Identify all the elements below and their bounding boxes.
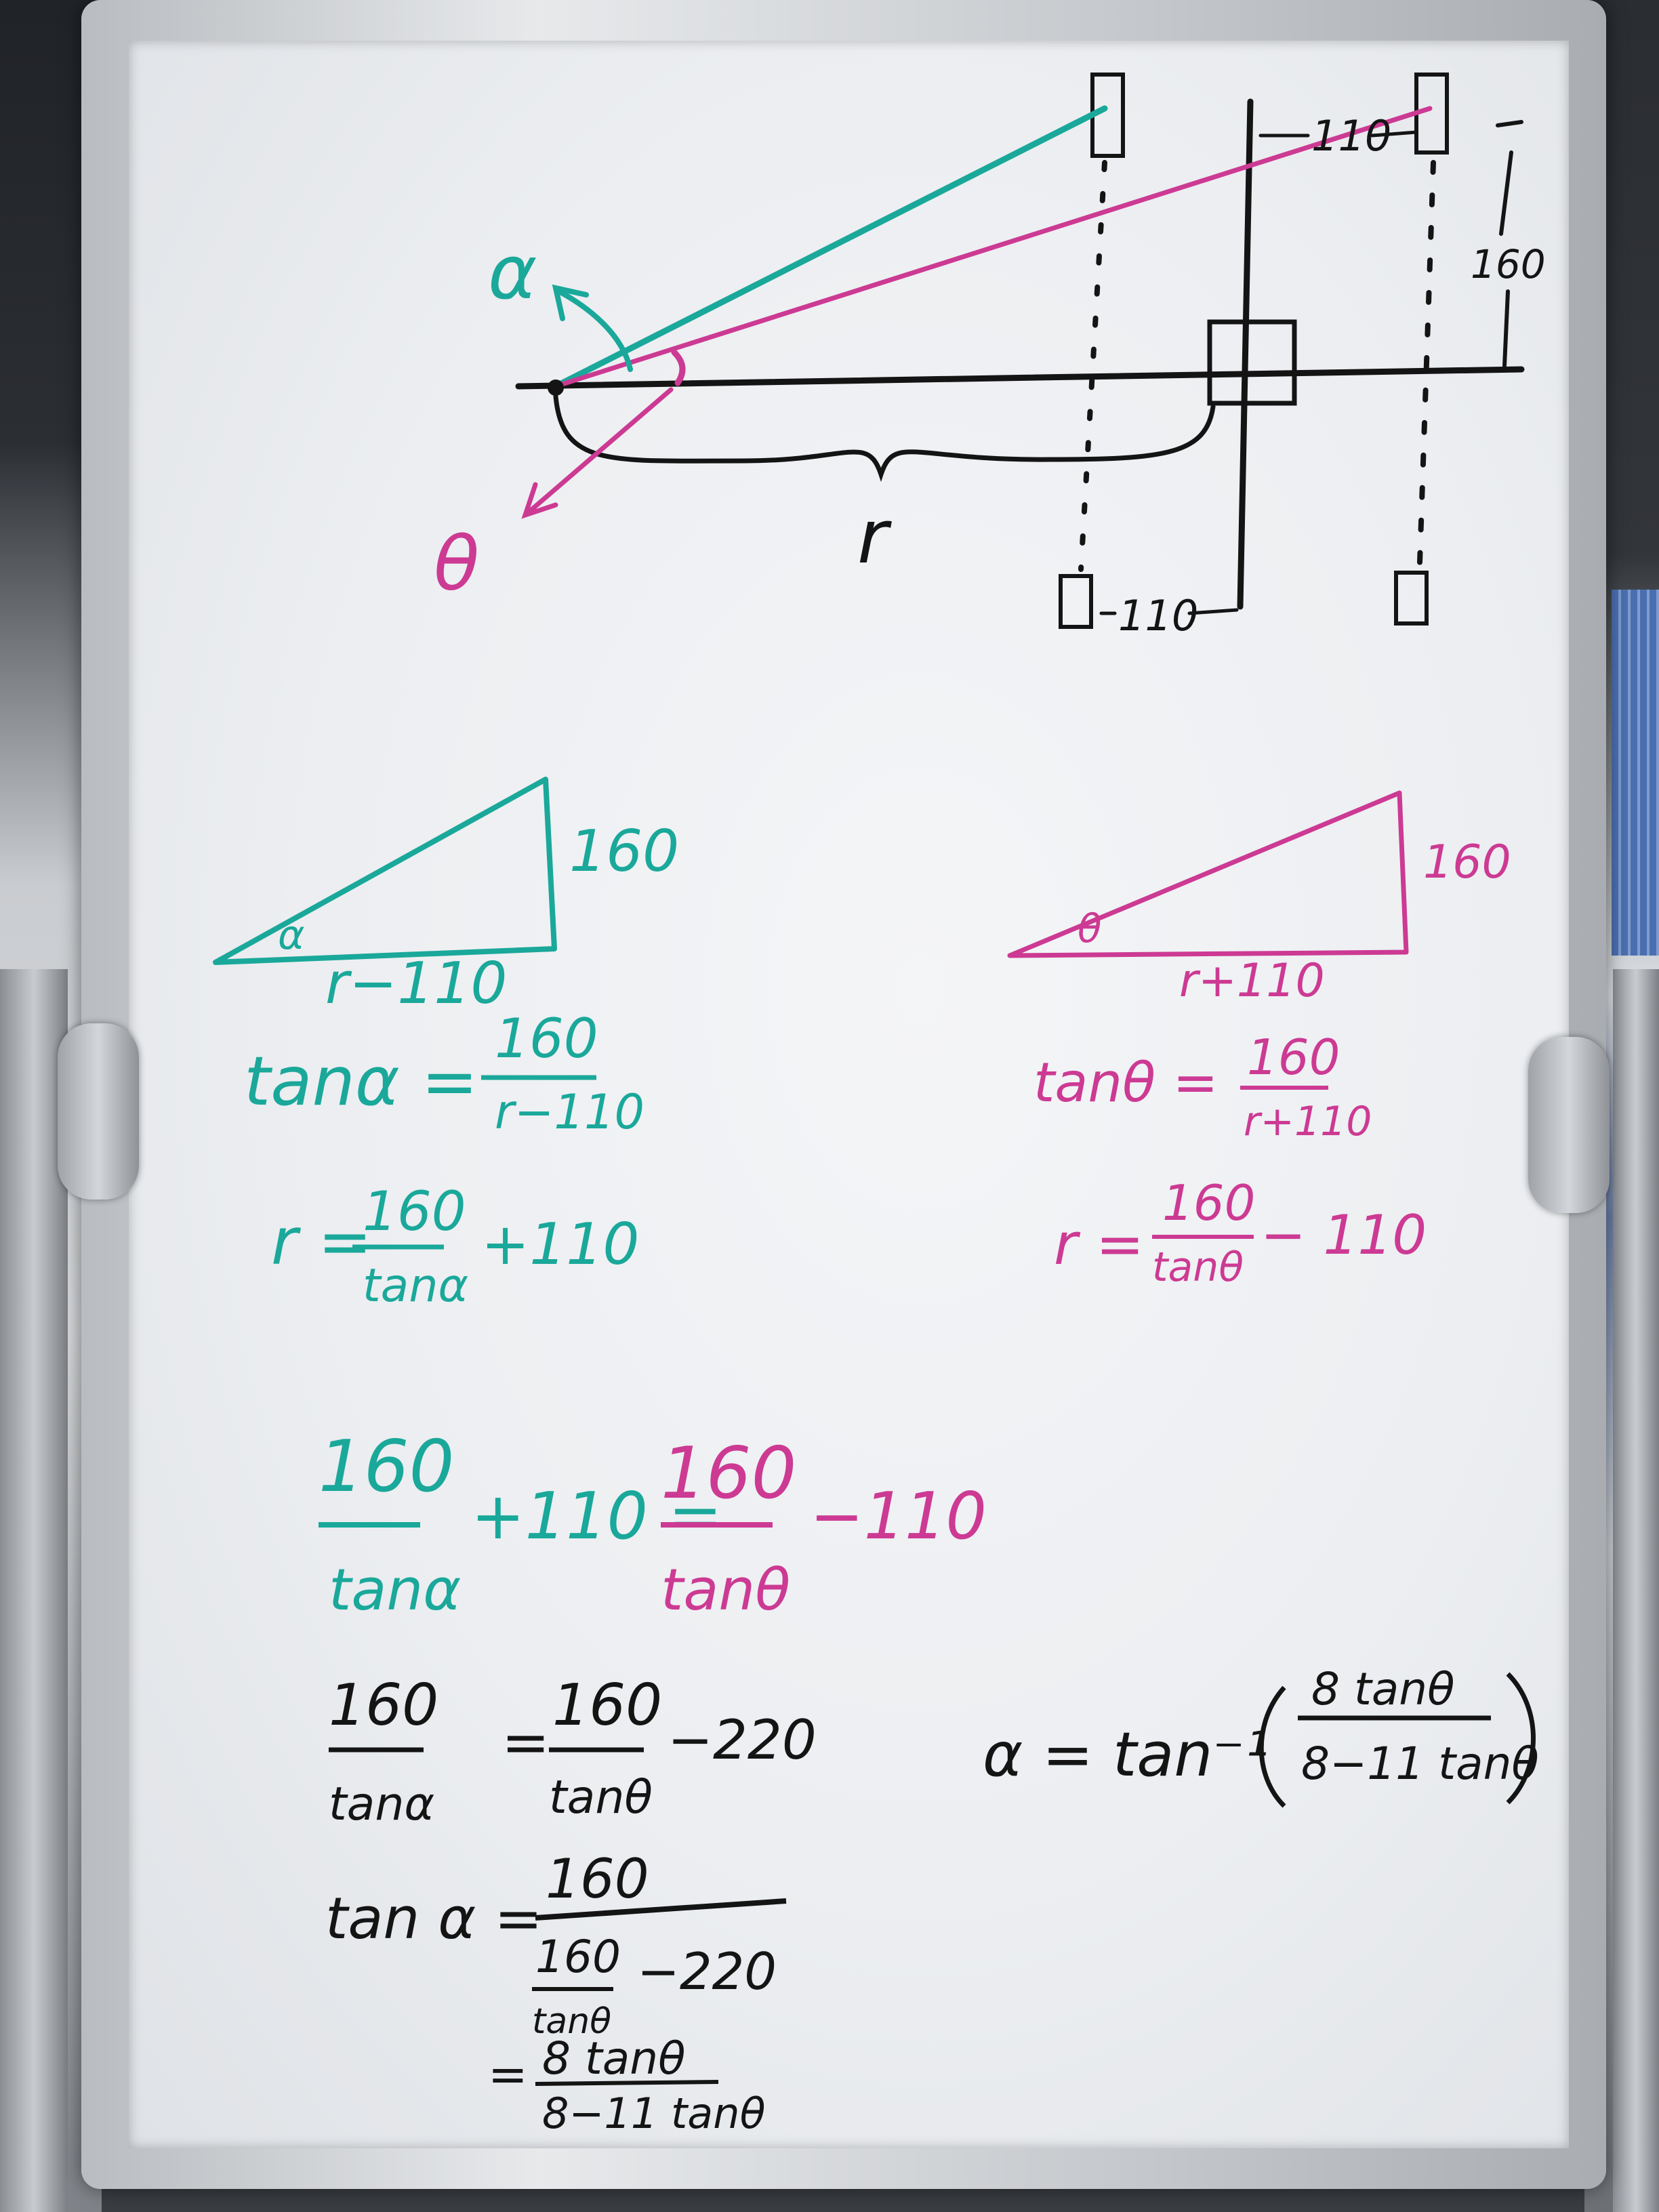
vertical-center-line [1237,98,1254,610]
theta-arrow [523,387,674,518]
step2-inner-den: tanθ [532,2001,611,2042]
derivation-step-3: = 8 tanθ 8−11 tanθ [488,2032,766,2138]
origin-point [548,380,564,396]
result-close-paren [1506,1672,1536,1805]
triangle-alpha-base: r−110 [325,950,507,1017]
alpha-equation-2: r = 160 tanα +110 [271,1180,639,1313]
combined-lhs-num: 160 [319,1425,454,1508]
step1-eq: = [501,1709,550,1776]
dim-side-tick-top [1496,120,1523,127]
step1-rhs-den: tanθ [549,1771,653,1824]
alpha-eq1-lhs: tanα = [244,1042,478,1121]
combined-rhs-den: tanθ [661,1557,790,1624]
step2-main-bar [535,1898,787,1921]
alpha-eq2-den: tanα [363,1259,468,1313]
triangle-alpha-shape [213,777,557,965]
step2-lhs: tan α = [325,1885,543,1952]
alpha-label: α [488,229,537,316]
stand-post-right [1613,969,1659,2212]
triangle-theta: θ 160 r+110 [1007,790,1511,1008]
dotted-line-right [1417,160,1436,565]
alpha-equation-1: tanα = 160 r−110 [244,1007,644,1140]
theta-angle-arc [671,349,686,386]
alpha-eq1-num: 160 [495,1007,598,1070]
center-box [1207,319,1297,406]
left-clamp [58,1023,139,1200]
step2-num: 160 [546,1847,649,1910]
step1-rhs-num: 160 [552,1672,662,1739]
theta-label: θ [434,520,479,607]
combined-rhs-num: 160 [661,1432,796,1515]
sensor-box-bottom-right [1394,571,1429,626]
dim-bottom-tick-right [1187,608,1239,615]
step2-inner-num: 160 [535,1931,621,1983]
step3-den: 8−11 tanθ [542,2089,766,2138]
step3-eq: = [488,2047,528,2102]
step2-inner-sub: −220 [637,1942,777,2001]
triangle-theta-shape [1007,790,1409,958]
triangle-theta-base: r+110 [1179,954,1325,1008]
derivation-step-2: tan α = 160 160 tanθ −220 [325,1847,787,2042]
dim-top-label: 110 [1311,111,1391,161]
dim-side-label: 160 [1471,241,1546,287]
theta-eq1-lhs: tanθ = [1033,1051,1218,1114]
top-diagram-labels: α θ r 110 110 160 [434,111,1546,640]
alpha-eq2-num: 160 [363,1180,466,1243]
right-clamp [1528,1037,1610,1213]
theta-ray-upper [553,106,1433,389]
theta-arrowhead [521,482,558,519]
step3-num: 8 tanθ [542,2032,686,2085]
horizontal-axis-line [515,366,1525,390]
combined-equation: 160 tanα +110 = 160 tanθ −110 [319,1425,987,1624]
result-den: 8−11 tanθ [1301,1738,1539,1790]
stand-post-left [0,969,68,2212]
triangle-alpha-height: 160 [569,818,679,885]
theta-eq1-den: r+110 [1244,1098,1372,1145]
alpha-eq2-rhs: +110 [481,1211,639,1278]
theta-eq2-num: 160 [1162,1174,1255,1231]
triangle-theta-angle: θ [1078,905,1102,951]
result-lhs: α = tan⁻¹ [983,1719,1269,1790]
step3-bar [535,2080,719,2086]
top-geometry-diagram [515,73,1525,629]
triangle-alpha-angle: α [278,912,305,959]
alpha-ray [552,105,1108,390]
triangle-alpha: α 160 r−110 [213,777,679,1017]
r-label: r [857,493,892,580]
derivation-step-1: 160 tanα = 160 tanθ −220 [329,1672,817,1831]
step1-lhs-num: 160 [329,1672,438,1739]
step1-lhs-den: tanα [329,1778,434,1831]
theta-equation-1: tanθ = 160 r+110 [1033,1029,1372,1145]
result-open-paren [1258,1685,1286,1808]
combined-rhs-sub: −110 [810,1479,987,1554]
alpha-eq2-lhs: r = [271,1205,372,1279]
dotted-line-left [1078,160,1107,572]
dim-bottom-label: 110 [1118,591,1198,640]
dim-side-line-lower [1502,289,1510,368]
combined-lhs-den: tanα [329,1557,461,1624]
whiteboard-surface [129,41,1569,2148]
dim-side-line-upper [1499,150,1513,236]
result-num: 8 tanθ [1311,1663,1455,1715]
combined-lhs-add: +110 = [471,1479,722,1554]
alpha-arrowhead [552,284,589,321]
dim-top-tick-right [1370,130,1418,138]
r-brace [553,394,1216,483]
window-blinds [1612,590,1659,956]
alpha-arrow [556,289,633,372]
sensor-box-bottom-left [1059,574,1093,629]
theta-eq2-rhs: − 110 [1261,1204,1427,1267]
theta-eq1-num: 160 [1247,1029,1340,1086]
step1-rhs-sub: −220 [668,1708,817,1771]
triangle-theta-height: 160 [1423,836,1511,889]
theta-eq2-den: tanθ [1152,1244,1244,1291]
final-result: α = tan⁻¹ 8 tanθ 8−11 tanθ [983,1663,1539,1808]
theta-eq2-lhs: r = [1054,1211,1144,1278]
alpha-eq1-den: r−110 [495,1084,644,1140]
theta-equation-2: r = 160 tanθ − 110 [1054,1174,1427,1291]
